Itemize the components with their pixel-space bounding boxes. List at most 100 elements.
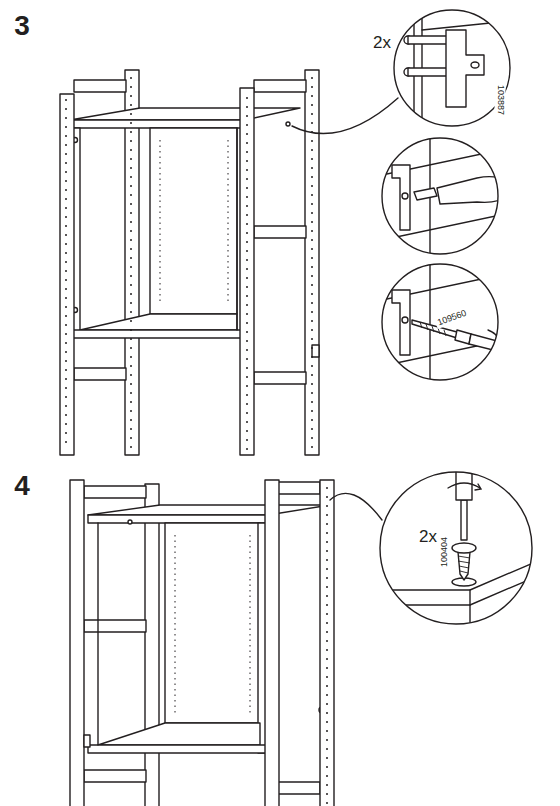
post-hole	[65, 306, 67, 308]
post-hole	[311, 437, 313, 439]
post-hole	[130, 293, 132, 295]
step-number: 3	[12, 11, 32, 41]
post-hole	[246, 259, 248, 261]
post-hole	[246, 376, 248, 378]
screwdriver-callout	[382, 130, 507, 260]
post-hole	[130, 149, 132, 151]
post-hole	[65, 315, 67, 317]
post-hole	[130, 356, 132, 358]
post-hole	[65, 423, 67, 425]
post-hole	[65, 108, 67, 110]
post-hole	[326, 496, 328, 498]
post-hole	[65, 207, 67, 209]
post-hole	[130, 185, 132, 187]
detail-circle	[382, 264, 498, 380]
cabinet-box	[70, 108, 300, 338]
post-hole	[326, 802, 328, 804]
post-hole	[246, 232, 248, 234]
post-hole	[326, 685, 328, 687]
post-hole	[311, 149, 313, 151]
leader-line	[292, 98, 398, 134]
post-hole	[311, 446, 313, 448]
post-hole	[130, 401, 132, 403]
post-hole	[246, 331, 248, 333]
post-hole	[130, 284, 132, 286]
post-hole	[311, 104, 313, 106]
post-hole	[326, 640, 328, 642]
post-hole	[311, 122, 313, 124]
post-hole	[326, 559, 328, 561]
post-hole	[311, 347, 313, 349]
post-hole	[246, 304, 248, 306]
post-hole	[130, 104, 132, 106]
post-hole	[326, 649, 328, 651]
post-hole	[326, 550, 328, 552]
part-number: 100404	[439, 535, 450, 569]
post-hole	[130, 194, 132, 196]
post-hole	[311, 311, 313, 313]
post-hole	[326, 658, 328, 660]
post-hole	[65, 180, 67, 182]
post-hole	[130, 311, 132, 313]
post-hole	[311, 140, 313, 142]
post-hole	[311, 284, 313, 286]
leader-line	[330, 493, 382, 520]
post-hole	[311, 320, 313, 322]
post-hole	[246, 313, 248, 315]
post-hole	[246, 106, 248, 108]
post-hole	[130, 131, 132, 133]
post-hole	[326, 703, 328, 705]
post-hole	[311, 248, 313, 250]
post-hole	[65, 171, 67, 173]
post-hole	[246, 358, 248, 360]
post-hole	[130, 203, 132, 205]
post-hole	[130, 383, 132, 385]
post-hole	[246, 412, 248, 414]
post-hole	[326, 676, 328, 678]
post-hole	[311, 356, 313, 358]
screw-callout	[382, 255, 505, 385]
post-hole	[65, 135, 67, 137]
post-hole	[326, 631, 328, 633]
post-hole	[65, 351, 67, 353]
post-hole	[246, 160, 248, 162]
post-hole	[311, 239, 313, 241]
post-hole	[326, 739, 328, 741]
post-hole	[130, 410, 132, 412]
post-hole	[130, 437, 132, 439]
post-hole	[65, 333, 67, 335]
post-hole	[246, 250, 248, 252]
post-hole	[130, 140, 132, 142]
post-hole	[65, 225, 67, 227]
post-hole	[130, 266, 132, 268]
post-hole	[65, 324, 67, 326]
post-hole	[246, 421, 248, 423]
post-hole	[326, 694, 328, 696]
post-hole	[326, 523, 328, 525]
post-hole	[130, 365, 132, 367]
post-hole	[246, 133, 248, 135]
post-hole	[311, 302, 313, 304]
post-hole	[65, 252, 67, 254]
post-hole	[326, 568, 328, 570]
post-hole	[65, 216, 67, 218]
post-hole	[65, 270, 67, 272]
post-hole	[65, 414, 67, 416]
post-hole	[65, 153, 67, 155]
post-hole	[130, 95, 132, 97]
post-hole	[311, 257, 313, 259]
post-hole	[246, 178, 248, 180]
shelf-frame	[84, 482, 320, 806]
post-hole	[326, 730, 328, 732]
post-hole	[326, 613, 328, 615]
post-hole	[130, 212, 132, 214]
post-hole	[130, 77, 132, 79]
post-hole	[311, 374, 313, 376]
post-hole	[246, 448, 248, 450]
post-hole	[326, 586, 328, 588]
post-hole	[246, 295, 248, 297]
post-hole	[65, 405, 67, 407]
post-hole	[246, 151, 248, 153]
post-hole	[311, 275, 313, 277]
post-hole	[246, 142, 248, 144]
